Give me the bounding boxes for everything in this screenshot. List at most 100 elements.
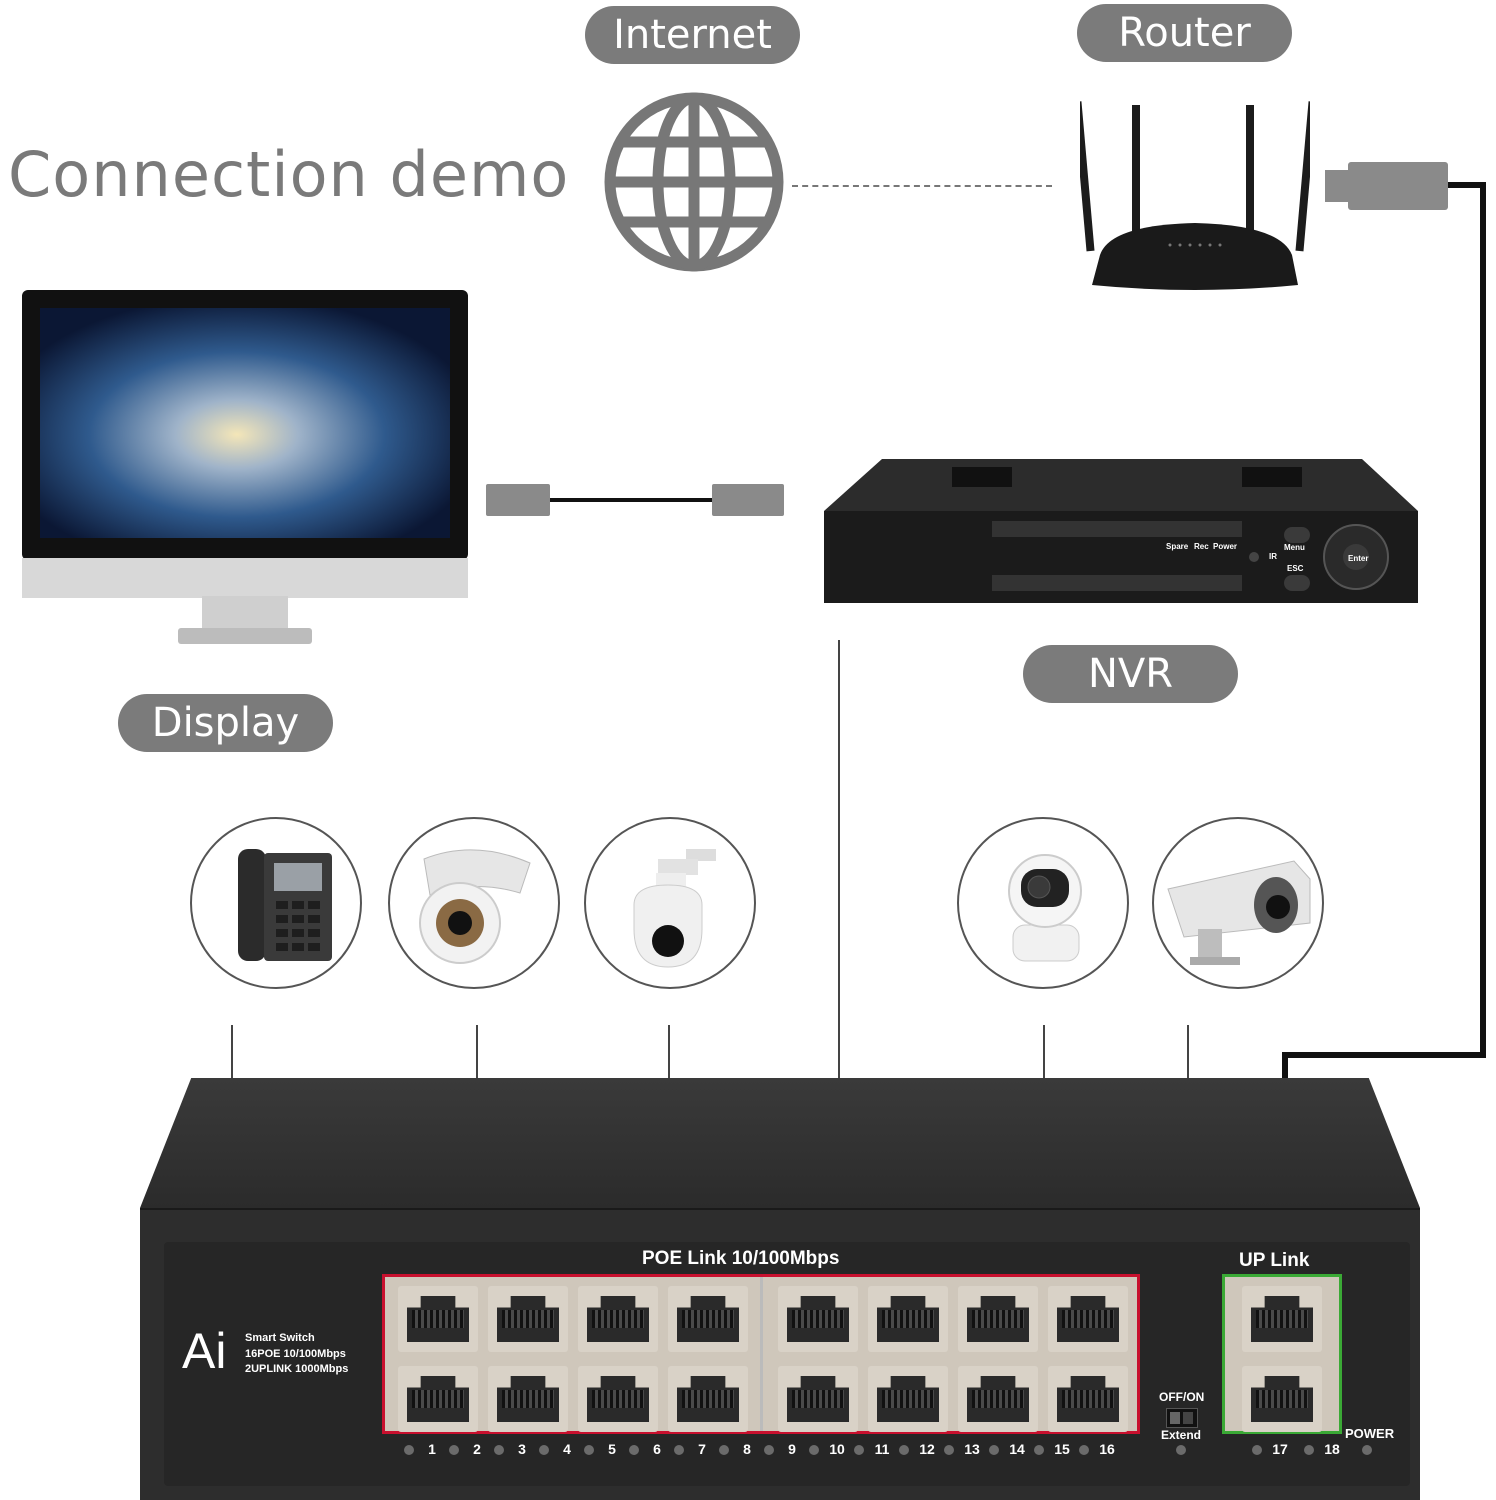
nvr-switch-link xyxy=(838,640,840,1078)
rj45-pins xyxy=(592,1390,644,1408)
home-switch-link xyxy=(1043,1025,1045,1078)
switch-top-cover xyxy=(140,1078,1420,1208)
power-led xyxy=(1362,1445,1372,1455)
port-status-led xyxy=(539,1445,549,1455)
display-cable xyxy=(550,498,712,502)
dip-switch-label-top: OFF/ON xyxy=(1159,1390,1205,1404)
rj45-pins xyxy=(972,1390,1024,1408)
ethernet-cable-icon xyxy=(486,484,550,516)
port-number: 16 xyxy=(1099,1441,1115,1457)
internet-router-link xyxy=(792,185,1052,187)
port-number: 13 xyxy=(964,1441,980,1457)
dip-switch-label-bottom: Extend xyxy=(1161,1428,1202,1442)
port-number: 5 xyxy=(608,1441,616,1457)
poe-link-label: POE Link 10/100Mbps xyxy=(642,1248,840,1269)
rj45-pins xyxy=(972,1310,1024,1328)
poe-port[interactable] xyxy=(1048,1366,1128,1432)
rj45-pins xyxy=(502,1390,554,1408)
port-number: 10 xyxy=(829,1441,845,1457)
uplink-cable-segment xyxy=(1282,1052,1288,1082)
rj45-pins xyxy=(882,1390,934,1408)
extend-dip-switch[interactable] xyxy=(1166,1408,1198,1428)
port-status-led xyxy=(1252,1445,1262,1455)
bullet-switch-link xyxy=(1187,1025,1189,1078)
monitor-icon xyxy=(22,290,468,644)
ptz-switch-link xyxy=(668,1025,670,1078)
poe-port[interactable] xyxy=(488,1366,568,1432)
port-status-led xyxy=(584,1445,594,1455)
dome-switch-link xyxy=(476,1025,478,1078)
port-status-led xyxy=(674,1445,684,1455)
port-number: 1 xyxy=(428,1441,436,1457)
port-number: 17 xyxy=(1272,1441,1288,1457)
nvr-spare-label: Spare xyxy=(1166,542,1189,551)
poe-port[interactable] xyxy=(1048,1286,1128,1352)
router-icon xyxy=(1080,101,1310,290)
rj45-pins xyxy=(1062,1390,1114,1408)
cable-plug xyxy=(1348,162,1448,210)
internet-label: Internet xyxy=(585,6,800,64)
port-status-led xyxy=(494,1445,504,1455)
ptz-camera-device xyxy=(584,817,756,989)
poe-port[interactable] xyxy=(668,1366,748,1432)
display-label: Display xyxy=(118,694,333,752)
home-camera-icon xyxy=(1008,854,1082,962)
dome-camera-device xyxy=(388,817,560,989)
port-number: 8 xyxy=(743,1441,751,1457)
poe-port[interactable] xyxy=(488,1286,568,1352)
uplink-port[interactable] xyxy=(1242,1286,1322,1352)
port-status-led xyxy=(1034,1445,1044,1455)
port-status-led xyxy=(854,1445,864,1455)
port-number: 15 xyxy=(1054,1441,1070,1457)
nvr-icon xyxy=(824,459,1418,603)
rj45-pins xyxy=(502,1310,554,1328)
poe-port[interactable] xyxy=(958,1286,1038,1352)
port-number: 3 xyxy=(518,1441,526,1457)
nvr-rec-label: Rec xyxy=(1194,542,1209,551)
port-number: 12 xyxy=(919,1441,935,1457)
port-number: 7 xyxy=(698,1441,706,1457)
poe-port[interactable] xyxy=(868,1366,948,1432)
poe-port[interactable] xyxy=(778,1286,858,1352)
uplink-cable-segment xyxy=(1480,182,1486,1058)
nvr-label: NVR xyxy=(1023,645,1238,703)
port-status-led xyxy=(809,1445,819,1455)
rj45-pins xyxy=(1256,1310,1308,1328)
port-number: 2 xyxy=(473,1441,481,1457)
poe-port[interactable] xyxy=(958,1366,1038,1432)
poe-port[interactable] xyxy=(398,1366,478,1432)
rj45-pins xyxy=(1062,1310,1114,1328)
dip-toggle xyxy=(1183,1412,1193,1424)
rj45-pins xyxy=(792,1310,844,1328)
rj45-pins xyxy=(882,1310,934,1328)
port-status-led xyxy=(719,1445,729,1455)
phone-switch-link xyxy=(231,1025,233,1078)
port-number: 11 xyxy=(874,1441,890,1457)
port-status-led xyxy=(989,1445,999,1455)
poe-port[interactable] xyxy=(398,1286,478,1352)
switch-model-line3: 2UPLINK 1000Mbps xyxy=(245,1363,349,1375)
rj45-pins xyxy=(412,1390,464,1408)
bullet-camera-device xyxy=(1152,817,1324,989)
poe-port[interactable] xyxy=(578,1286,658,1352)
rj45-pins xyxy=(792,1390,844,1408)
switch-model-line1: Smart Switch xyxy=(245,1332,315,1344)
uplink-cable-segment xyxy=(1282,1052,1486,1058)
poe-port[interactable] xyxy=(578,1366,658,1432)
poe-port[interactable] xyxy=(668,1286,748,1352)
dome-camera-icon xyxy=(419,849,531,964)
uplink-port[interactable] xyxy=(1242,1366,1322,1432)
rj45-pins xyxy=(682,1390,734,1408)
switch-model-line2: 16POE 10/100Mbps xyxy=(245,1348,346,1360)
port-status-led xyxy=(1304,1445,1314,1455)
port-number: 14 xyxy=(1009,1441,1025,1457)
poe-port[interactable] xyxy=(868,1286,948,1352)
ethernet-cable-icon xyxy=(712,484,784,516)
poe-port[interactable] xyxy=(778,1366,858,1432)
switch-brand: Ai xyxy=(182,1323,227,1379)
home-camera-device xyxy=(957,817,1129,989)
port-status-led xyxy=(1079,1445,1089,1455)
port-number: 9 xyxy=(788,1441,796,1457)
port-number: 6 xyxy=(653,1441,661,1457)
rj45-pins xyxy=(592,1310,644,1328)
